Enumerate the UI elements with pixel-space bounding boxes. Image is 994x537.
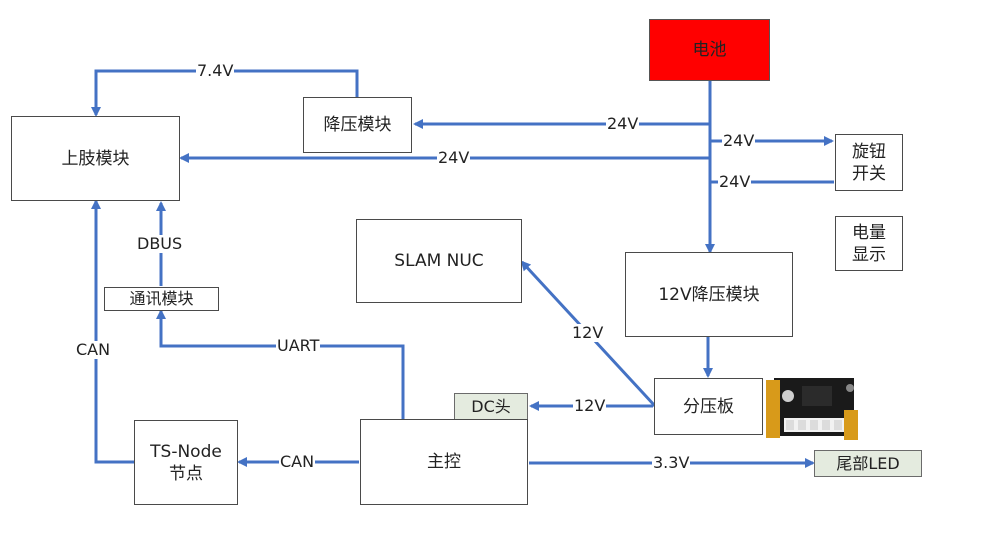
label-24v-upper: 24V <box>437 148 471 167</box>
label-dbus: DBUS <box>136 234 184 253</box>
buck-module-label: 降压模块 <box>323 115 392 135</box>
upper-limb-block: 上肢模块 <box>11 116 180 201</box>
ts-node-label-1: TS-Node <box>150 441 222 462</box>
battery-label: 电池 <box>692 40 727 60</box>
dc-jack-block: DC头 <box>454 393 528 420</box>
battery-block: 电池 <box>649 19 770 81</box>
label-7v4: 7.4V <box>196 61 235 80</box>
main-controller-block: 主控 <box>360 419 528 505</box>
power-divider-block: 分压板 <box>654 378 763 435</box>
buck-12v-label: 12V降压模块 <box>658 284 760 305</box>
label-can-left: CAN <box>75 340 112 359</box>
slam-nuc-block: SLAM NUC <box>356 219 522 303</box>
buck-12v-block: 12V降压模块 <box>625 252 793 337</box>
label-24v-switch: 24V <box>722 131 756 150</box>
label-12v-nuc: 12V <box>571 323 605 342</box>
rotary-switch-label-2: 开关 <box>852 163 886 184</box>
label-12v-dc: 12V <box>573 396 607 415</box>
rotary-switch-block: 旋钮 开关 <box>835 134 903 191</box>
comm-module-label: 通讯模块 <box>129 289 194 308</box>
main-controller-label: 主控 <box>427 452 461 472</box>
buck-module-block: 降压模块 <box>303 97 412 153</box>
power-divider-label: 分压板 <box>683 396 734 417</box>
label-uart: UART <box>276 336 321 355</box>
label-3v3: 3.3V <box>652 453 691 472</box>
wire-uart <box>156 309 405 419</box>
wire-can-to-upper <box>91 199 135 464</box>
power-divider-board-image <box>766 378 858 440</box>
upper-limb-label: 上肢模块 <box>61 148 130 169</box>
battery-display-label-2: 显示 <box>852 244 886 265</box>
slam-nuc-label: SLAM NUC <box>394 251 484 271</box>
battery-display-label-1: 电量 <box>852 222 886 243</box>
label-24v-buck: 24V <box>606 114 640 133</box>
battery-display-block: 电量 显示 <box>835 216 903 271</box>
ts-node-block: TS-Node 节点 <box>134 420 238 505</box>
label-24v-display: 24V <box>718 172 752 191</box>
label-can-node: CAN <box>279 452 316 471</box>
tail-led-label: 尾部LED <box>836 453 900 473</box>
comm-module-block: 通讯模块 <box>104 287 219 311</box>
dc-jack-label: DC头 <box>471 396 511 416</box>
rotary-switch-label-1: 旋钮 <box>852 141 886 162</box>
tail-led-block: 尾部LED <box>814 450 922 477</box>
ts-node-label-2: 节点 <box>169 463 203 484</box>
